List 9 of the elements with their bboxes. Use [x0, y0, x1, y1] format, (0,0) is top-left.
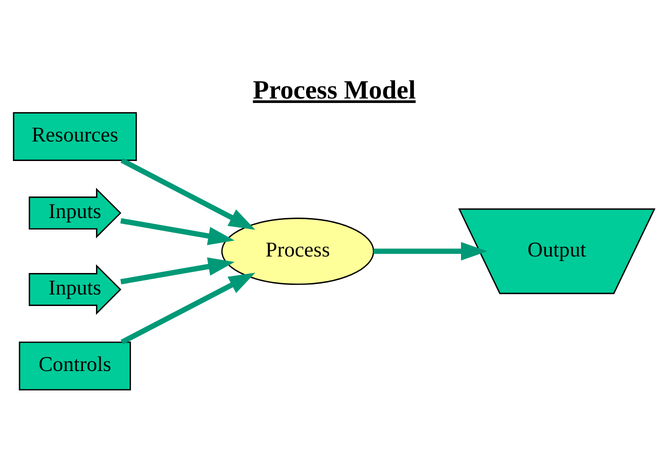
node-box: Controls	[18, 342, 131, 390]
arrow	[120, 158, 256, 230]
node-ellipse: Process	[221, 218, 374, 285]
arrow	[120, 257, 235, 284]
arrow	[374, 242, 488, 261]
arrow	[120, 218, 235, 246]
arrow	[120, 272, 256, 345]
node-box: Resources	[12, 112, 137, 161]
diagram-title: Process Model	[252, 75, 416, 104]
